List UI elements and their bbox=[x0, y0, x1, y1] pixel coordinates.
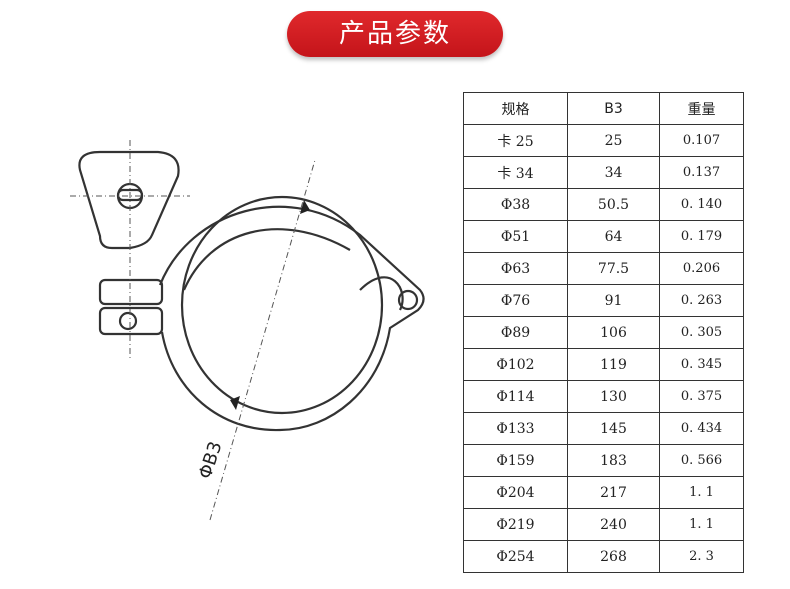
cell-b3: 268 bbox=[567, 540, 660, 573]
cell-weight: 1. 1 bbox=[659, 508, 744, 541]
wing-handle bbox=[78, 150, 180, 250]
header-spec: 规格 bbox=[463, 92, 568, 125]
cell-weight: 0.206 bbox=[659, 252, 744, 285]
cell-weight: 0. 345 bbox=[659, 348, 744, 381]
cell-weight: 0. 375 bbox=[659, 380, 744, 413]
cell-spec: Φ254 bbox=[463, 540, 568, 573]
cell-weight: 0. 434 bbox=[659, 412, 744, 445]
cell-spec: Φ51 bbox=[463, 220, 568, 253]
cell-b3: 183 bbox=[567, 444, 660, 477]
cell-b3: 130 bbox=[567, 380, 660, 413]
cell-spec: Φ76 bbox=[463, 284, 568, 317]
cell-weight: 0. 305 bbox=[659, 316, 744, 349]
cell-weight: 0. 566 bbox=[659, 444, 744, 477]
latch-hole bbox=[397, 289, 419, 311]
clamp-drawing: ΦB3 bbox=[70, 140, 425, 521]
cell-b3: 25 bbox=[567, 124, 660, 157]
cell-spec: Φ219 bbox=[463, 508, 568, 541]
clamp-inner bbox=[180, 195, 384, 415]
cell-weight: 0. 140 bbox=[659, 188, 744, 221]
cell-b3: 145 bbox=[567, 412, 660, 445]
cell-b3: 77.5 bbox=[567, 252, 660, 285]
cell-b3: 91 bbox=[567, 284, 660, 317]
cell-weight: 0. 263 bbox=[659, 284, 744, 317]
clamp-outer bbox=[158, 205, 425, 432]
cell-b3: 119 bbox=[567, 348, 660, 381]
cell-spec: Φ159 bbox=[463, 444, 568, 477]
cell-weight: 0. 179 bbox=[659, 220, 744, 253]
table-header-row: 规格 B3 重量 bbox=[463, 92, 744, 125]
hinge-block-lower bbox=[98, 306, 164, 336]
cell-weight: 2. 3 bbox=[659, 540, 744, 573]
cell-b3: 217 bbox=[567, 476, 660, 509]
cell-b3: 34 bbox=[567, 156, 660, 189]
dimension-label: ΦB3 bbox=[195, 439, 227, 482]
cell-spec: Φ114 bbox=[463, 380, 568, 413]
cell-weight: 0.137 bbox=[659, 156, 744, 189]
cell-weight: 0.107 bbox=[659, 124, 744, 157]
cell-spec: Φ102 bbox=[463, 348, 568, 381]
header-weight: 重量 bbox=[659, 92, 744, 125]
cell-b3: 240 bbox=[567, 508, 660, 541]
cell-b3: 50.5 bbox=[567, 188, 660, 221]
cell-spec: 卡 25 bbox=[463, 124, 568, 157]
page-title: 产品参数 bbox=[287, 11, 503, 57]
hinge-block-upper bbox=[98, 278, 164, 306]
cell-spec: Φ89 bbox=[463, 316, 568, 349]
cell-spec: 卡 34 bbox=[463, 156, 568, 189]
cell-spec: Φ63 bbox=[463, 252, 568, 285]
cell-weight: 1. 1 bbox=[659, 476, 744, 509]
cell-b3: 106 bbox=[567, 316, 660, 349]
header-b3: B3 bbox=[567, 92, 660, 125]
cell-spec: Φ204 bbox=[463, 476, 568, 509]
cell-spec: Φ38 bbox=[463, 188, 568, 221]
cell-spec: Φ133 bbox=[463, 412, 568, 445]
cell-b3: 64 bbox=[567, 220, 660, 253]
